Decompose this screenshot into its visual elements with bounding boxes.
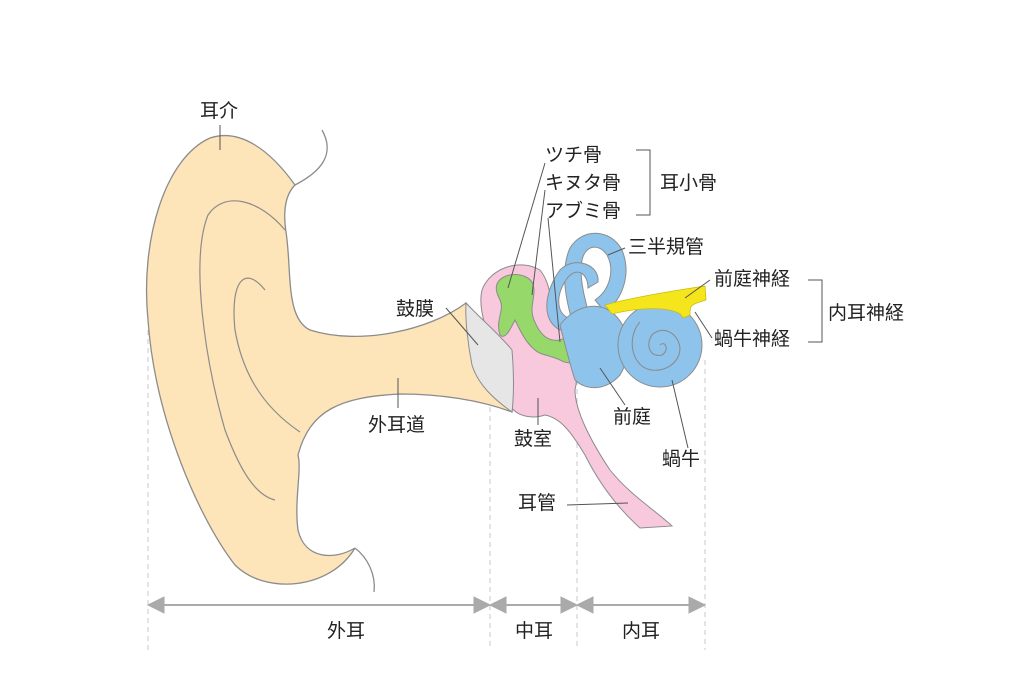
cochlea-spiral	[631, 321, 681, 371]
label-ear-canal: 外耳道	[368, 414, 426, 436]
vestibule-shape	[559, 305, 629, 389]
label-incus: キヌタ骨	[545, 172, 622, 194]
nerve-shape	[604, 285, 707, 319]
lobe-edge	[354, 547, 375, 593]
label-vestibulocochlear-nerve: 内耳神経	[828, 302, 905, 324]
label-vestibule: 前庭	[613, 406, 652, 428]
helix-top	[294, 129, 328, 186]
eardrum-shape	[465, 301, 514, 413]
label-tympanic-cavity: 鼓室	[514, 428, 553, 450]
label-eardrum: 鼓膜	[396, 298, 435, 320]
label-malleus: ツチ骨	[545, 144, 603, 166]
label-middle-ear: 中耳	[515, 620, 554, 642]
label-semicircular-canals: 三半規管	[628, 236, 705, 258]
label-vestibular-nerve: 前庭神経	[714, 268, 791, 290]
ossicles-shape	[495, 274, 581, 364]
label-cochlea: 蝸牛	[662, 448, 701, 470]
label-inner-ear: 内耳	[622, 620, 661, 642]
label-pinna: 耳介	[200, 100, 239, 122]
label-ossicles: 耳小骨	[660, 172, 718, 194]
label-outer-ear: 外耳	[327, 620, 366, 642]
label-stapes: アブミ骨	[545, 200, 622, 222]
region-arrows	[146, 596, 707, 614]
leader-lines	[219, 125, 823, 506]
pinna-folds	[199, 200, 301, 501]
outer-ear-shape	[145, 134, 515, 585]
label-eustachian-tube: 耳管	[518, 492, 557, 514]
label-cochlear-nerve: 蝸牛神経	[714, 328, 791, 350]
